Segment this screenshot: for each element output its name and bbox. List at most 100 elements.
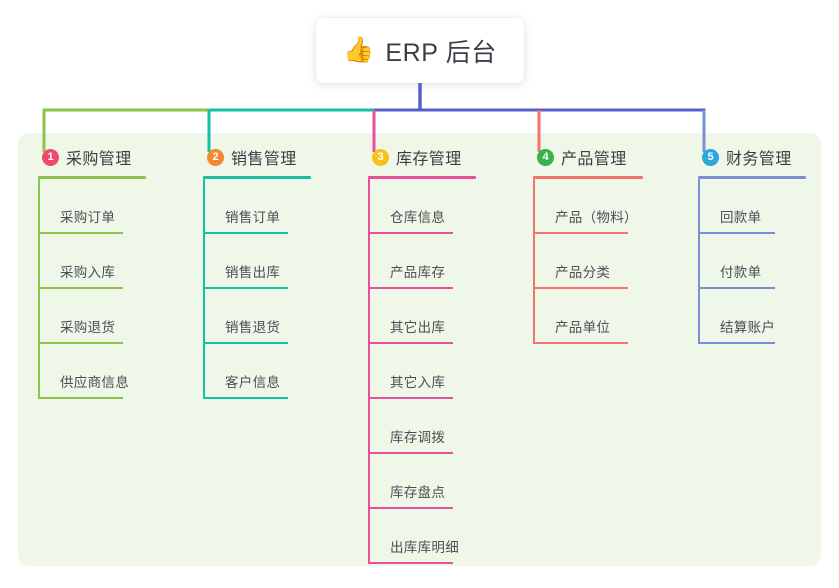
branch-item-label: 付款单 xyxy=(720,265,762,280)
branch-title-rule xyxy=(38,176,146,179)
branch-item-rule xyxy=(698,232,775,234)
branch-item[interactable]: 回款单 xyxy=(698,179,806,234)
branch-item-label: 库存盘点 xyxy=(390,485,446,500)
branch-item-rule xyxy=(38,342,123,344)
branch-item-label: 产品单位 xyxy=(555,320,611,335)
branch-item[interactable]: 库存调拨 xyxy=(368,399,476,454)
branch-item-label: 结算账户 xyxy=(720,320,776,335)
branch-item-rule xyxy=(203,342,288,344)
branch-number-badge: 3 xyxy=(372,148,389,166)
branch-item-list: 产品（物料） 产品分类产品单位 xyxy=(533,179,643,344)
branch-number-badge: 1 xyxy=(42,148,59,166)
branch-number-badge: 5 xyxy=(702,148,719,166)
branch-item[interactable]: 结算账户 xyxy=(698,289,806,344)
branch-item[interactable]: 库存盘点 xyxy=(368,454,476,509)
branch-title-rule xyxy=(533,176,643,179)
branch-item-list: 仓库信息产品库存其它出库其它入库库存调拨库存盘点出库库明细 xyxy=(368,179,476,564)
branch-title: 库存管理 xyxy=(396,151,462,168)
branch-item-label: 客户信息 xyxy=(225,375,281,390)
branch-item-label: 采购入库 xyxy=(60,265,116,280)
branch-item-label: 采购订单 xyxy=(60,210,116,225)
branch-item-rule xyxy=(38,287,123,289)
branch-item-label: 销售订单 xyxy=(225,210,281,225)
branch-title: 产品管理 xyxy=(561,151,627,168)
branch-item-list: 采购订单采购入库采购退货供应商信息 xyxy=(38,179,146,399)
branch-item[interactable]: 其它出库 xyxy=(368,289,476,344)
branch-vertical-rail xyxy=(533,179,535,344)
branch-item[interactable]: 付款单 xyxy=(698,234,806,289)
branch-title: 销售管理 xyxy=(231,151,297,168)
branch-item-rule xyxy=(38,232,123,234)
branch-item[interactable]: 采购入库 xyxy=(38,234,146,289)
branch-item-rule xyxy=(698,342,775,344)
branch-item-rule xyxy=(203,287,288,289)
root-node[interactable]: 👍 ERP 后台 xyxy=(316,18,524,83)
branch-item-rule xyxy=(368,562,453,564)
branch-item-label: 产品分类 xyxy=(555,265,611,280)
branch-item-label: 仓库信息 xyxy=(390,210,446,225)
thumbs-up-icon: 👍 xyxy=(343,36,375,64)
branch-item-label: 回款单 xyxy=(720,210,762,225)
branch-item-rule xyxy=(368,342,453,344)
branch-column-2: 2 销售管理销售订单销售出库销售退货客户信息 xyxy=(203,145,311,399)
branch-column-1: 1 采购管理采购订单采购入库采购退货供应商信息 xyxy=(38,145,146,399)
branch-vertical-rail xyxy=(203,179,205,399)
branch-header-3[interactable]: 3 库存管理 xyxy=(368,145,476,169)
branch-vertical-rail xyxy=(368,179,370,564)
branch-item-label: 销售退货 xyxy=(225,320,281,335)
branch-item-list: 销售订单销售出库销售退货客户信息 xyxy=(203,179,311,399)
branch-item-rule xyxy=(203,232,288,234)
branch-item-rule xyxy=(38,397,123,399)
branch-title: 财务管理 xyxy=(726,151,792,168)
branch-item[interactable]: 出库库明细 xyxy=(368,509,476,564)
branch-item-rule xyxy=(533,342,628,344)
branch-item[interactable]: 采购订单 xyxy=(38,179,146,234)
branch-item-label: 出库库明细 xyxy=(390,540,459,555)
branch-item-list: 回款单付款单结算账户 xyxy=(698,179,806,344)
branch-item-rule xyxy=(533,232,628,234)
branch-item-rule xyxy=(533,287,628,289)
branch-item[interactable]: 仓库信息 xyxy=(368,179,476,234)
branch-item-rule xyxy=(203,397,288,399)
branch-item-label: 其它出库 xyxy=(390,320,446,335)
branch-item-label: 供应商信息 xyxy=(60,375,129,390)
branch-item[interactable]: 其它入库 xyxy=(368,344,476,399)
branch-item[interactable]: 客户信息 xyxy=(203,344,311,399)
branch-title-rule xyxy=(368,176,476,179)
branch-item[interactable]: 产品（物料） xyxy=(533,179,643,234)
branch-item[interactable]: 产品分类 xyxy=(533,234,643,289)
branch-item[interactable]: 销售退货 xyxy=(203,289,311,344)
branches-panel xyxy=(18,133,821,566)
branch-header-2[interactable]: 2 销售管理 xyxy=(203,145,311,169)
branch-item-label: 采购退货 xyxy=(60,320,116,335)
branch-header-1[interactable]: 1 采购管理 xyxy=(38,145,146,169)
branch-item-label: 其它入库 xyxy=(390,375,446,390)
branch-title-rule xyxy=(698,176,806,179)
branch-item-rule xyxy=(368,507,453,509)
branch-item-rule xyxy=(368,232,453,234)
branch-item[interactable]: 采购退货 xyxy=(38,289,146,344)
branch-item-rule xyxy=(368,287,453,289)
branch-item[interactable]: 销售出库 xyxy=(203,234,311,289)
branch-header-5[interactable]: 5 财务管理 xyxy=(698,145,806,169)
branch-item[interactable]: 产品单位 xyxy=(533,289,643,344)
branch-item-label: 库存调拨 xyxy=(390,430,446,445)
branch-item[interactable]: 产品库存 xyxy=(368,234,476,289)
branch-vertical-rail xyxy=(38,179,40,399)
branch-item-rule xyxy=(368,397,453,399)
branch-title: 采购管理 xyxy=(66,151,132,168)
branch-item[interactable]: 销售订单 xyxy=(203,179,311,234)
branch-item[interactable]: 供应商信息 xyxy=(38,344,146,399)
branch-item-label: 产品库存 xyxy=(390,265,446,280)
branch-number-badge: 2 xyxy=(207,148,224,166)
branch-item-label: 销售出库 xyxy=(225,265,281,280)
branch-column-5: 5 财务管理回款单付款单结算账户 xyxy=(698,145,806,344)
branch-item-label: 产品（物料） xyxy=(555,210,638,225)
branch-item-rule xyxy=(368,452,453,454)
branch-item-rule xyxy=(698,287,775,289)
branch-title-rule xyxy=(203,176,311,179)
branch-column-3: 3 库存管理仓库信息产品库存其它出库其它入库库存调拨库存盘点出库库明细 xyxy=(368,145,476,564)
